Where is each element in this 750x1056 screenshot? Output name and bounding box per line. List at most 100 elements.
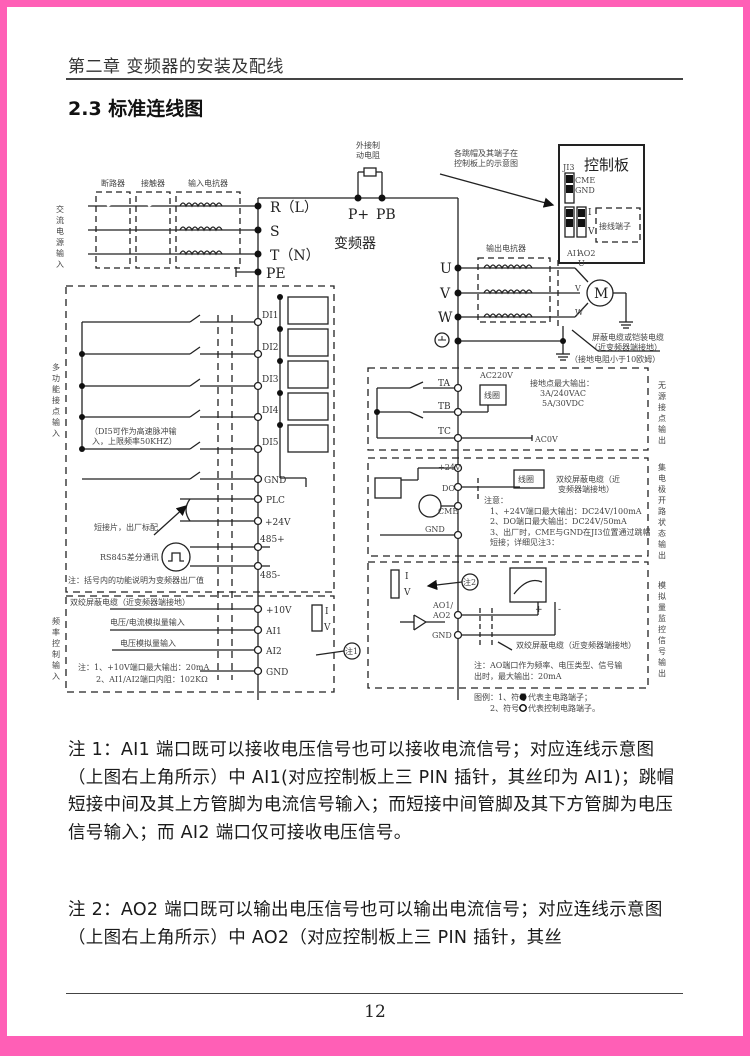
side-label-char: 出 [658, 668, 666, 678]
cb-v-label: V [587, 227, 595, 237]
side-label-char: 交 [56, 204, 64, 214]
side-label-char: 拟 [658, 591, 666, 601]
side-label-char: 输 [658, 424, 666, 434]
oc-24v: +24V [438, 463, 461, 472]
side-label-char: 路 [658, 506, 666, 516]
footer-rule [66, 993, 683, 994]
terminal-485-minus: 485- [260, 571, 280, 581]
earth-ground-icon [438, 336, 446, 341]
oc-coil-label: 线圈 [518, 474, 534, 484]
side-label-char: 多 [52, 362, 60, 372]
legend-2b: 代表控制电路端子。 [528, 703, 600, 713]
side-label-char: 功 [52, 373, 60, 383]
side-label-char: 输 [658, 657, 666, 667]
side-label-char: 源 [658, 392, 666, 401]
ao-v-label: V [403, 588, 411, 598]
cb-ai1-label: AI1 [566, 249, 581, 258]
side-label-char: 入 [52, 429, 60, 438]
side-label-char: 输 [56, 248, 64, 258]
side-label-char: 源 [56, 238, 64, 247]
side-label-char: 制 [52, 649, 60, 659]
ai-side-label: 频率控制输入 [52, 616, 60, 681]
terminal-485-plus: 485+ [260, 535, 285, 545]
terminal-10v: +10V [266, 606, 292, 616]
oc-note-1: 1、+24V端口最大输出：DC24V/100mA [490, 506, 642, 516]
ai-cable-note: 双绞屏蔽电缆（近变频器端接地） [70, 597, 190, 607]
oc-note-3: 3、出厂时，CME与GND在JI3位置通过跳帽 [490, 527, 651, 537]
side-label-char: 电 [56, 226, 64, 236]
jumper-note: 短接片，出厂标配 [94, 522, 158, 532]
ai-limit-2: 2、AI1/AI2端口内阻：102KΩ [96, 674, 208, 684]
legend-1a: 图例：1、符号 [474, 692, 527, 702]
side-label-char: 输 [52, 417, 60, 427]
output-reactor-label: 输出电抗器 [486, 243, 526, 253]
side-label-char: 入 [52, 672, 60, 681]
terminal-di2: DI2 [262, 343, 279, 353]
terminal-ai2: AI2 [265, 647, 282, 657]
cb-ao2-label: AO2 [577, 249, 595, 258]
side-label-char: 集 [658, 462, 666, 472]
ground-note: （接地电阻小于10欧姆） [570, 354, 660, 364]
side-label-char: 模 [658, 580, 666, 590]
side-label-char: 能 [52, 384, 60, 394]
note-2: 注 2：AO2 端口既可以输出电压信号也可以输出电流信号；对应连线示意图（上图右… [68, 900, 663, 948]
ao-label-1: AO1/ [432, 601, 453, 610]
side-label-char: 流 [56, 215, 64, 225]
side-label-char: 频 [52, 616, 60, 626]
oc-cable-note-1: 双绞屏蔽电缆（近 [556, 474, 620, 484]
input-reactor-label: 输入电抗器 [188, 178, 228, 188]
wiring-terminal-label: 接线端子 [599, 221, 631, 231]
page [7, 7, 743, 1036]
terminal-v: V [439, 286, 451, 302]
ao-note-1: 注：AO端口作为频率、电压类型、信号输 [474, 660, 622, 670]
side-label-char: 点 [52, 407, 60, 416]
side-label-char: 输 [52, 660, 60, 670]
terminal-ai-gnd: GND [266, 668, 288, 678]
side-label-char: 输 [658, 539, 666, 549]
j13-label: JI3 [562, 163, 574, 172]
terminal-di1: DI1 [262, 311, 279, 321]
ao-label-2: AO2 [432, 611, 450, 620]
terminal-plc: PLC [266, 496, 285, 506]
note-1: 注 1：AI1 端口既可以接收电压信号也可以接收电流信号；对应连线示意图（上图右… [68, 740, 675, 843]
terminal-di5: DI5 [262, 438, 279, 448]
note2-tag: 注2 [463, 577, 476, 587]
section-title: 2.3 标准连线图 [68, 98, 204, 120]
ai-i-label: I [325, 607, 329, 617]
terminal-di4: DI4 [262, 406, 279, 416]
control-board-note-2: 控制板上的示意图 [454, 158, 518, 168]
motor-u-label: U [578, 259, 585, 268]
rs845-label: RS845差分通讯 [100, 552, 159, 562]
side-label-char: 接 [658, 402, 666, 412]
terminal-tb: TB [438, 402, 451, 412]
terminal-u: U [440, 261, 452, 277]
motor-label: M [594, 286, 608, 302]
v-input-label: 电压模拟量输入 [120, 638, 176, 648]
motor-w-label: W [575, 308, 584, 317]
meter-plus: + [535, 605, 543, 615]
control-board-title: 控制板 [584, 156, 629, 174]
di5-note-2: 入，上限频率50KHZ） [92, 436, 177, 446]
relay-max-2: 3A/240VAC [540, 389, 586, 398]
note1-tag: 注1 [345, 646, 358, 656]
chapter-header: 第二章 变频器的安装及配线 [68, 57, 284, 77]
side-label-char: 出 [658, 550, 666, 560]
terminal-tc: TC [438, 427, 451, 437]
ao-note-2: 出时，最大输出：20mA [474, 671, 562, 681]
side-label-char: 监 [658, 613, 666, 623]
side-label-char: 入 [56, 260, 64, 269]
side-label-char: 控 [658, 624, 666, 634]
terminal-di3: DI3 [262, 375, 279, 385]
oc-note-4: 短接；详细见注3： [490, 537, 559, 547]
di-side-label: 多功能接点输入 [52, 362, 60, 438]
control-board-note-1: 各跳帽及其端子在 [454, 148, 518, 158]
side-label-char: 点 [658, 414, 666, 423]
ao-cable-note: 双绞屏蔽电缆（近变频器端接地） [516, 640, 636, 650]
terminal-t: T（N） [270, 248, 320, 264]
side-label-char: 率 [52, 627, 60, 637]
page-number: 12 [364, 1002, 386, 1022]
side-label-char: 电 [658, 473, 666, 483]
ac-input-label: 交流电源输入 [56, 204, 64, 269]
terminal-s: S [270, 224, 280, 240]
